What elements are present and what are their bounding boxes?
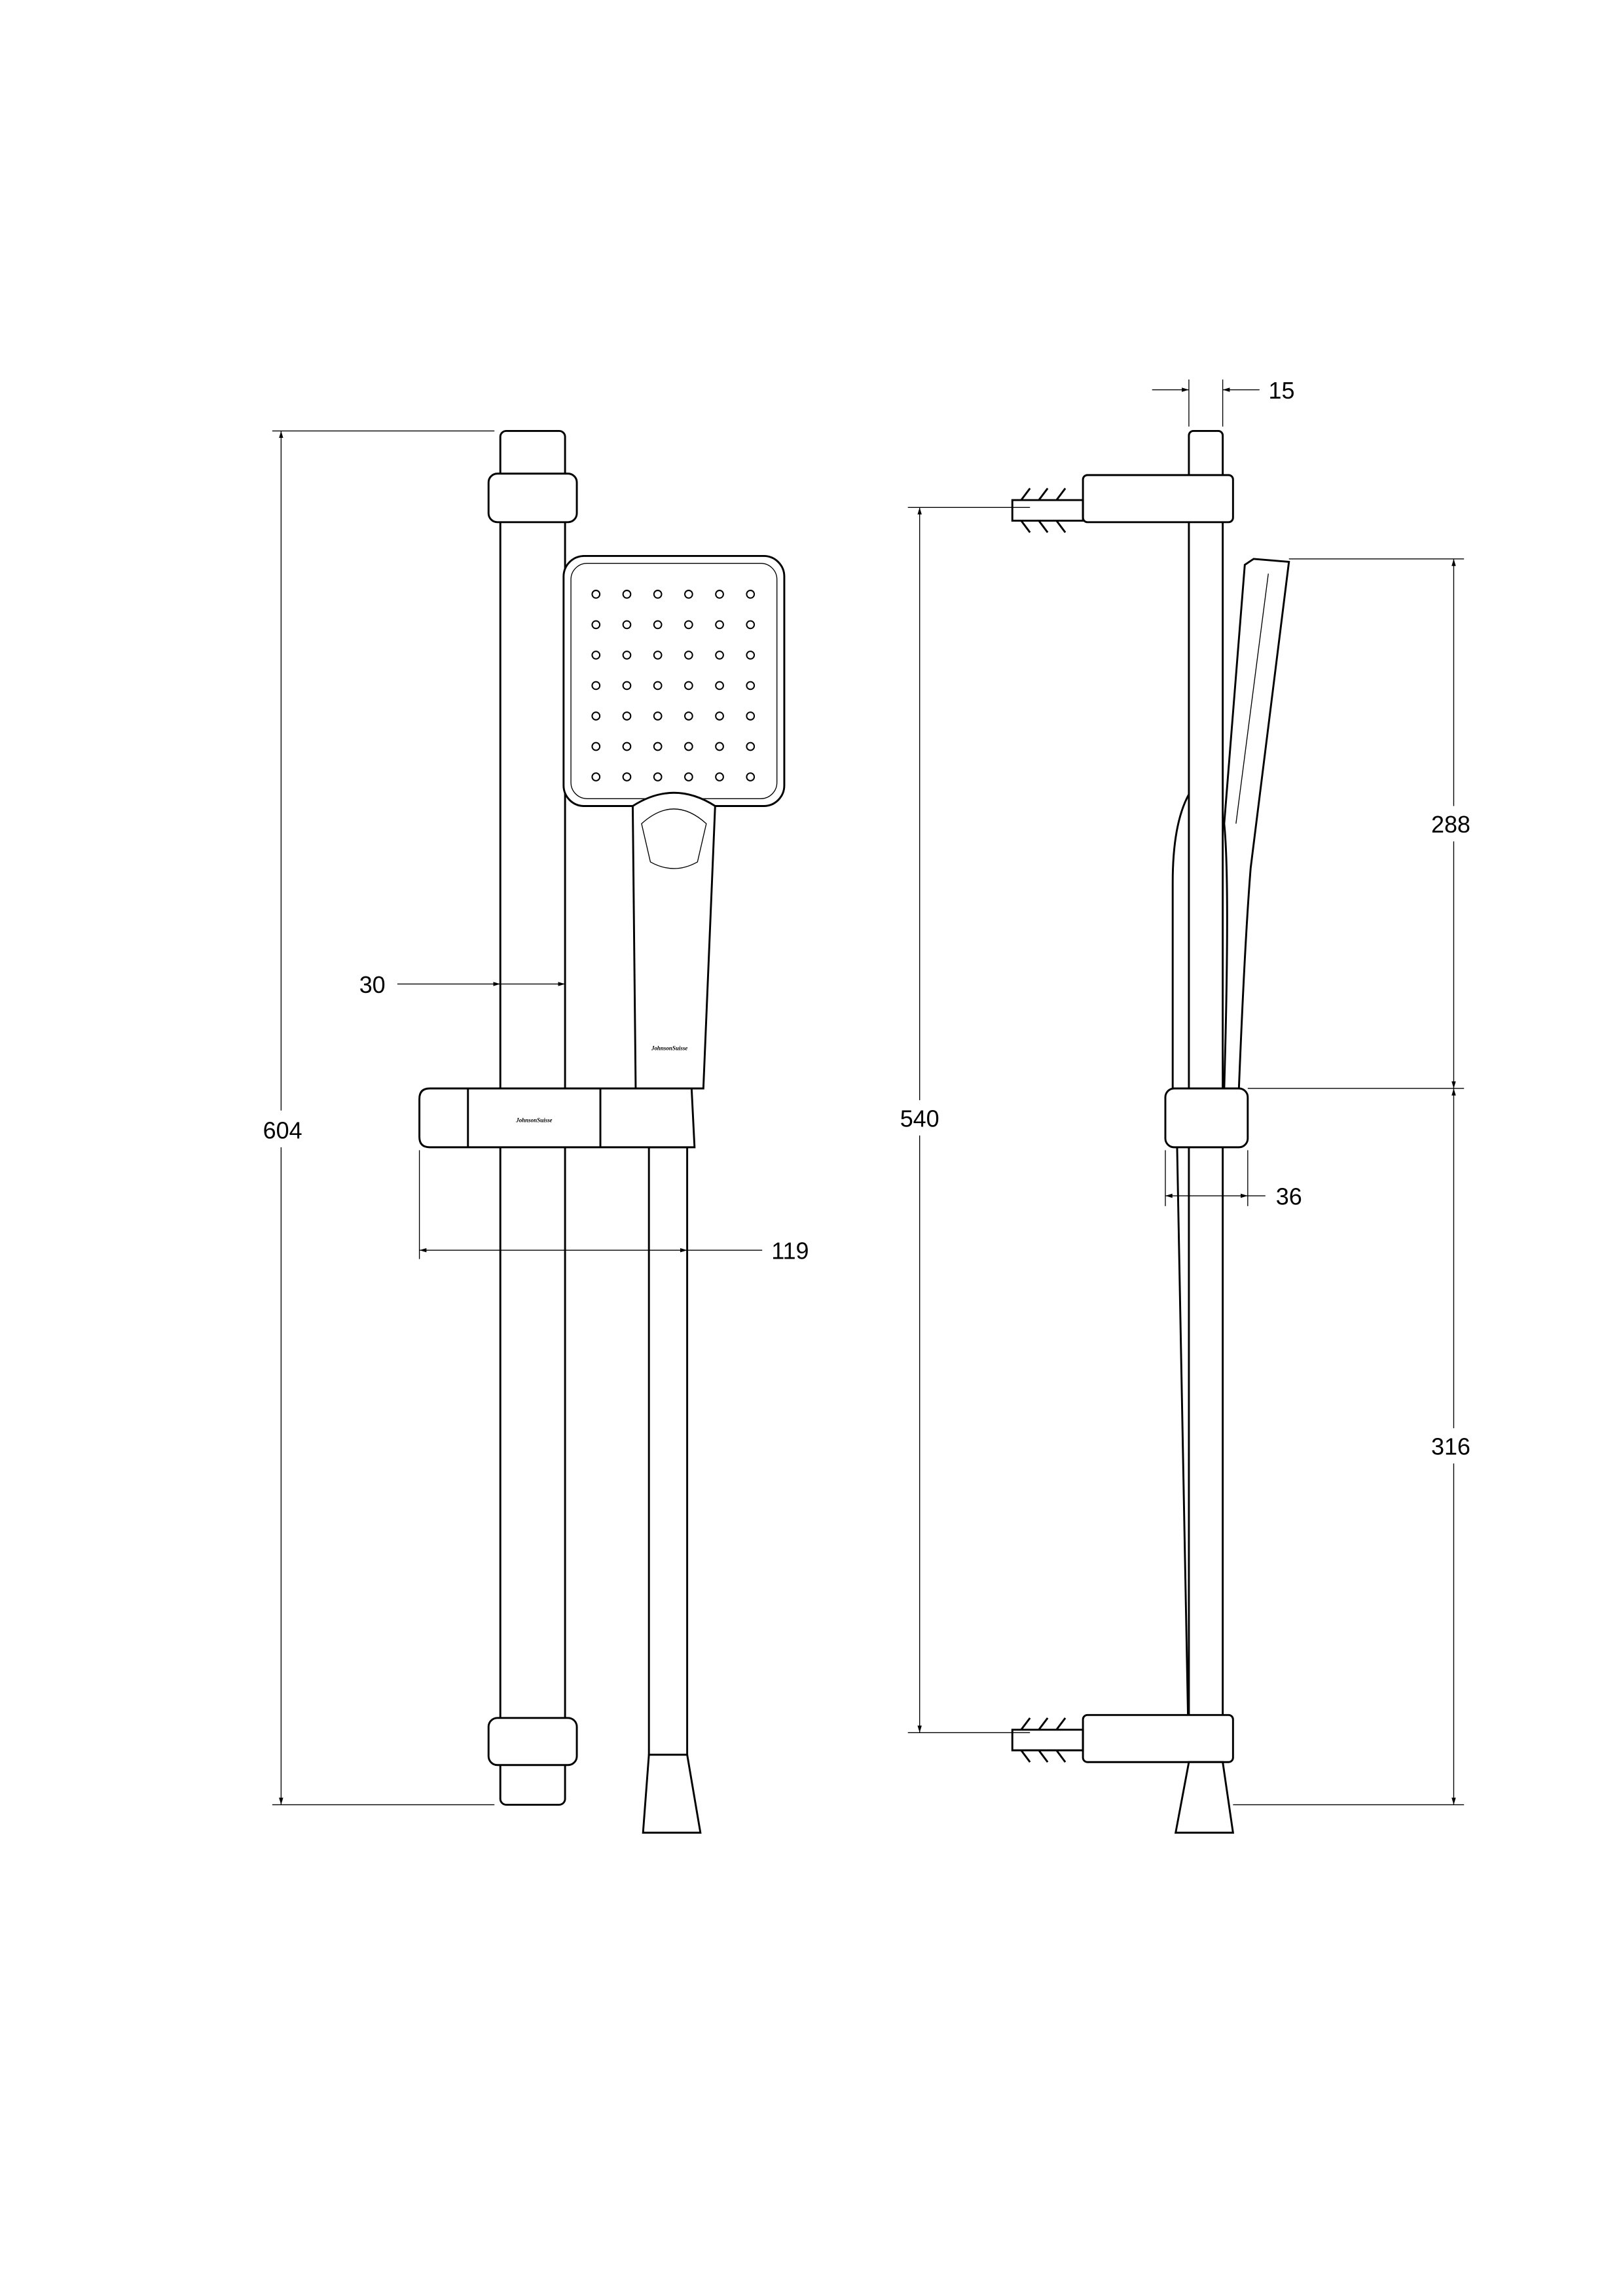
dim-rail-depth: 15 bbox=[1152, 377, 1295, 427]
wall-plug-top bbox=[1011, 488, 1084, 533]
spray-nozzle bbox=[684, 620, 693, 630]
side-hand-shower bbox=[1223, 558, 1290, 1090]
spray-nozzle bbox=[622, 772, 632, 781]
spray-nozzle bbox=[622, 651, 632, 660]
spray-nozzle bbox=[653, 651, 663, 660]
spray-nozzle bbox=[684, 651, 693, 660]
spray-nozzle bbox=[715, 590, 724, 599]
dim-label-15: 15 bbox=[1269, 377, 1295, 404]
spray-nozzle bbox=[746, 681, 756, 691]
spray-nozzle bbox=[591, 681, 601, 691]
spray-nozzle bbox=[715, 681, 724, 691]
dim-label-540: 540 bbox=[900, 1105, 939, 1132]
spray-nozzle bbox=[622, 742, 632, 751]
dim-label-604: 604 bbox=[263, 1117, 302, 1143]
spray-nozzle bbox=[622, 681, 632, 691]
dim-bracket-centres: 540 bbox=[900, 507, 1030, 1733]
spray-nozzle bbox=[653, 742, 663, 751]
spray-nozzle bbox=[715, 620, 724, 630]
spray-nozzle bbox=[746, 620, 756, 630]
spray-nozzle bbox=[622, 590, 632, 599]
spray-nozzle bbox=[653, 620, 663, 630]
dim-slider-to-bottom: 316 bbox=[1233, 1088, 1470, 1806]
handle-brand-text: JohnsonSuisse bbox=[651, 1045, 687, 1052]
dim-head-length: 288 bbox=[1247, 558, 1470, 1089]
spray-nozzle bbox=[715, 742, 724, 751]
dim-rail-width: 30 bbox=[359, 971, 566, 998]
spray-nozzle bbox=[591, 590, 601, 599]
riser-rail bbox=[487, 429, 578, 1806]
dim-overall-height: 604 bbox=[263, 430, 495, 1806]
spray-nozzle bbox=[715, 711, 724, 721]
spray-nozzle bbox=[684, 590, 693, 599]
dim-slider-projection: 119 bbox=[418, 1150, 809, 1265]
side-bottom-bracket bbox=[1011, 1713, 1235, 1834]
dim-label-30: 30 bbox=[359, 971, 386, 998]
spray-nozzle bbox=[653, 711, 663, 721]
spray-nozzle bbox=[684, 681, 693, 691]
spray-nozzle bbox=[653, 590, 663, 599]
spray-nozzle bbox=[684, 742, 693, 751]
dim-slider-depth: 36 bbox=[1165, 1150, 1302, 1210]
spray-nozzle bbox=[746, 651, 756, 660]
slider-brand-text: JohnsonSuisse bbox=[515, 1117, 552, 1124]
dim-label-316: 316 bbox=[1431, 1433, 1470, 1460]
side-slider bbox=[1164, 1087, 1249, 1149]
spray-nozzle bbox=[591, 742, 601, 751]
spray-nozzle bbox=[746, 590, 756, 599]
side-view: 15 540 288 316 bbox=[900, 377, 1470, 1834]
spray-nozzle bbox=[653, 772, 663, 781]
front-view: JohnsonSuisse JohnsonSuisse 604 30 bbox=[263, 429, 809, 1834]
dim-label-288: 288 bbox=[1431, 811, 1470, 838]
spray-nozzle bbox=[746, 772, 756, 781]
dim-label-36: 36 bbox=[1276, 1183, 1302, 1210]
side-hose bbox=[1171, 793, 1190, 1763]
spray-nozzle bbox=[715, 651, 724, 660]
spray-nozzle bbox=[746, 711, 756, 721]
side-top-bracket bbox=[1011, 474, 1234, 533]
slider-bracket: JohnsonSuisse bbox=[418, 1087, 696, 1149]
spray-nozzle bbox=[653, 681, 663, 691]
spray-nozzle bbox=[591, 711, 601, 721]
spray-nozzle bbox=[591, 772, 601, 781]
nozzle-grid bbox=[591, 590, 756, 781]
spray-nozzle bbox=[715, 772, 724, 781]
hand-shower-head: JohnsonSuisse bbox=[562, 555, 786, 1090]
wall-plug-bottom bbox=[1011, 1717, 1084, 1763]
spray-nozzle bbox=[684, 772, 693, 781]
spray-nozzle bbox=[746, 742, 756, 751]
spray-nozzle bbox=[591, 651, 601, 660]
spray-nozzle bbox=[622, 711, 632, 721]
spray-nozzle bbox=[622, 620, 632, 630]
spray-nozzle bbox=[591, 620, 601, 630]
dim-label-119: 119 bbox=[771, 1238, 809, 1265]
spray-nozzle bbox=[684, 711, 693, 721]
